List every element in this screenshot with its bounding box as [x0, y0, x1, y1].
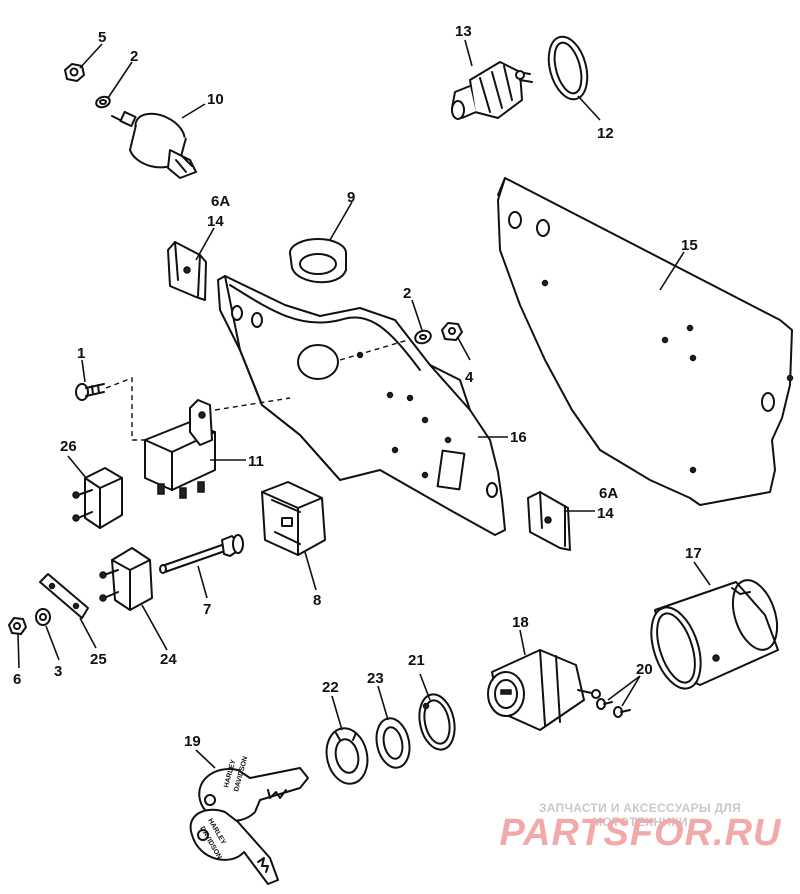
- mounting-bracket-part-16: [214, 275, 506, 536]
- callout-25: 25: [90, 651, 107, 668]
- channel-bracket-part-8: [261, 481, 326, 556]
- leader-lines: [17, 39, 711, 769]
- callout-6a-bottom: 6A: [599, 485, 618, 502]
- callout-2-mid: 2: [403, 285, 411, 302]
- callout-14-bottom: 14: [597, 505, 614, 522]
- locknut-part-22: [325, 727, 369, 785]
- callout-6a-top: 6A: [211, 193, 230, 210]
- callout-14-top: 14: [207, 213, 224, 230]
- callout-10: 10: [207, 91, 224, 108]
- callout-21: 21: [408, 652, 425, 669]
- lockwasher-part-2-mid: [414, 329, 432, 345]
- nut-part-6: [8, 617, 27, 635]
- clip-part-14-top: [167, 241, 207, 301]
- callout-3: 3: [54, 663, 62, 680]
- clip-part-14-bottom: [527, 491, 571, 551]
- callout-16: 16: [510, 429, 527, 446]
- screws-part-20: [596, 698, 631, 718]
- pin-part-7: [159, 534, 244, 574]
- callout-17: 17: [685, 545, 702, 562]
- callout-19: 19: [184, 733, 201, 750]
- washer-part-21: [418, 693, 456, 751]
- callout-6: 6: [13, 671, 21, 688]
- callout-9: 9: [347, 189, 355, 206]
- watermark-logo: PARTSFOR.RU: [499, 812, 782, 854]
- callout-26: 26: [60, 438, 77, 455]
- washer-part-23: [375, 717, 411, 769]
- callout-18: 18: [512, 614, 529, 631]
- callout-22: 22: [322, 679, 339, 696]
- lockwasher-part-3: [35, 608, 51, 626]
- terminal-block-part-26: [72, 467, 123, 529]
- gasket-part-12: [547, 35, 589, 101]
- side-plate-part-15: [497, 177, 794, 506]
- grommet-part-9: [289, 238, 347, 284]
- callout-4: 4: [465, 369, 474, 386]
- callout-labels: 5 2 10 13 12 6A 14 9 15 2 1 4 26 11 16 6…: [13, 23, 702, 750]
- callout-13: 13: [455, 23, 472, 40]
- callout-11: 11: [248, 453, 264, 470]
- callout-15: 15: [681, 237, 698, 254]
- callout-12: 12: [597, 125, 614, 142]
- callout-2-top: 2: [130, 48, 138, 65]
- lockwasher-part-2-top: [95, 95, 111, 109]
- callout-8: 8: [313, 592, 321, 609]
- callout-5: 5: [98, 29, 106, 46]
- terminal-block-part-24: [99, 547, 153, 611]
- strap-part-25: [39, 573, 89, 619]
- ignition-switch-part-18: [487, 649, 601, 731]
- nut-part-4: [441, 322, 463, 341]
- pressure-switch-part-10: [111, 110, 197, 179]
- ignition-keys-part-19: HARLEY DAVIDSON HARLEY DAVIDSON: [189, 756, 309, 885]
- callout-24: 24: [160, 651, 177, 668]
- housing-sleeve-part-17: [650, 579, 779, 690]
- relay-part-11: [144, 399, 216, 499]
- callout-23: 23: [367, 670, 384, 687]
- callout-7: 7: [203, 601, 211, 618]
- callout-20: 20: [636, 661, 653, 678]
- nut-part-5: [64, 63, 85, 82]
- watermark-tagline: ЗАПЧАСТИ И АКСЕССУАРЫ ДЛЯ МОТОТЕХНИКИ: [538, 801, 742, 829]
- callout-1: 1: [77, 345, 85, 362]
- neutral-switch-part-13: [451, 61, 533, 120]
